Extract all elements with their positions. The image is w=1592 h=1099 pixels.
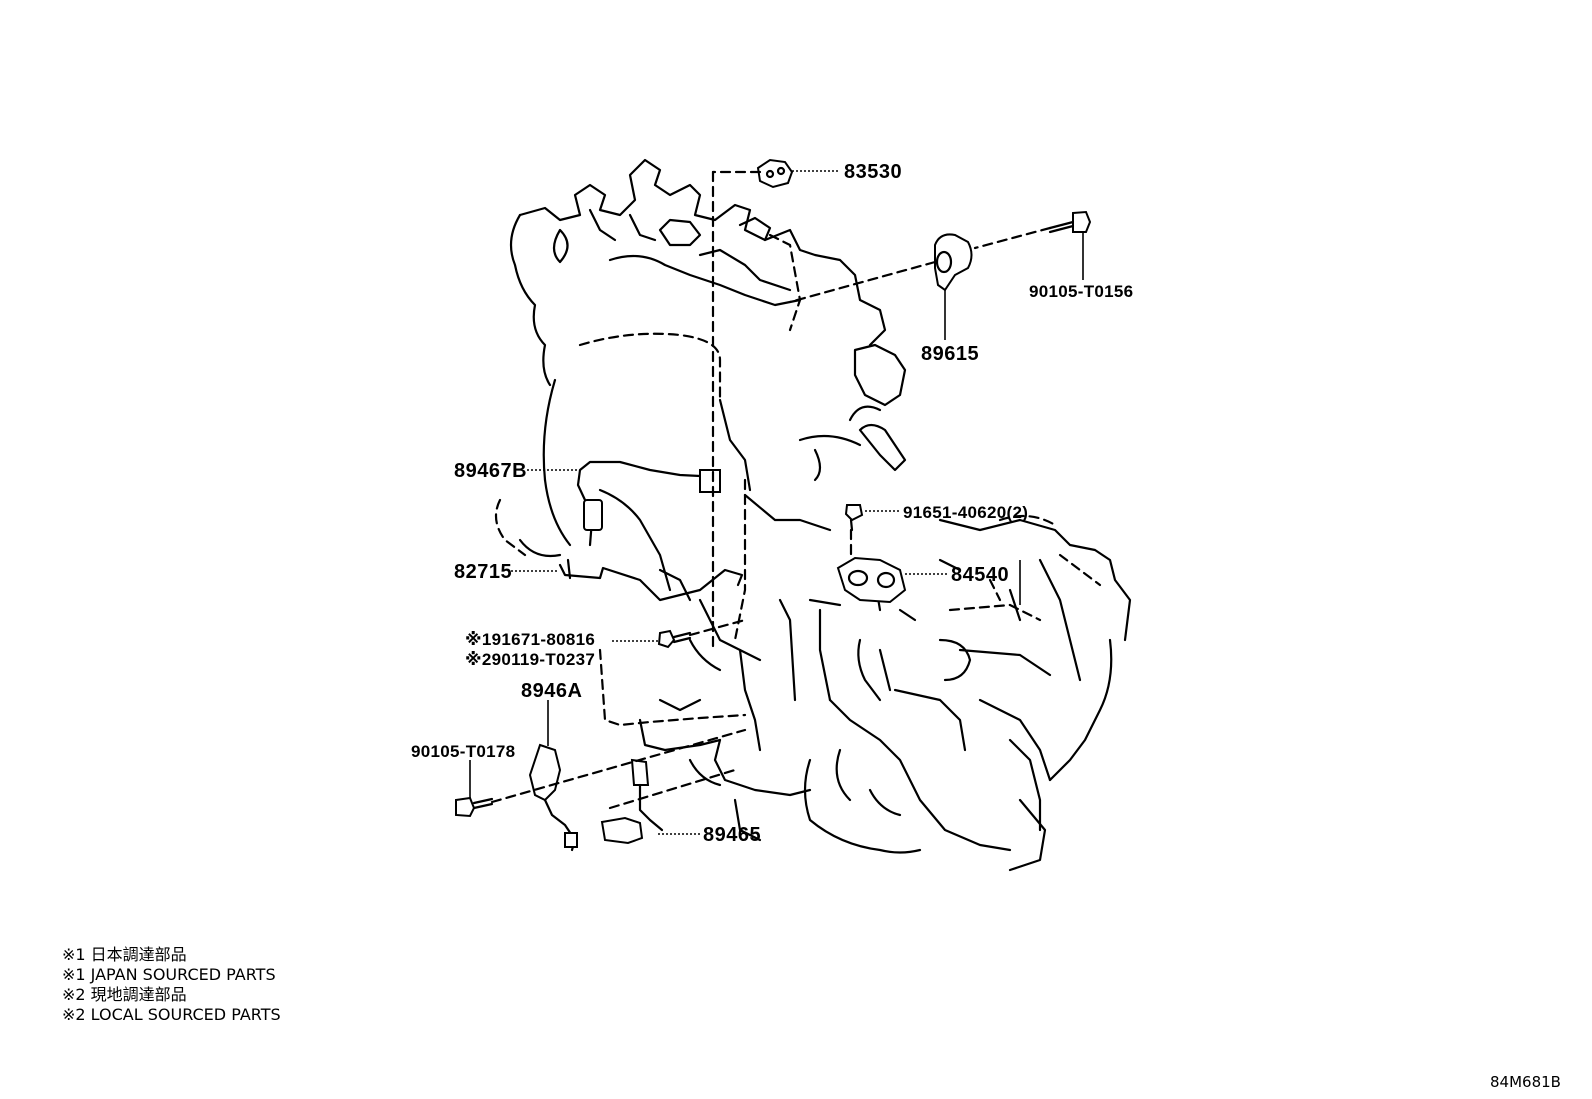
label-83530[interactable]: 83530: [844, 161, 902, 183]
label-91651-40620[interactable]: 91651-40620(2): [903, 503, 1028, 522]
label-84540[interactable]: 84540: [951, 564, 1009, 586]
footnote-japan-en: ※1 JAPAN SOURCED PARTS: [62, 965, 276, 984]
label-82715[interactable]: 82715: [454, 561, 512, 583]
label-90105-T0156[interactable]: 90105-T0156: [1029, 282, 1133, 301]
part-shapes: [455, 158, 1092, 852]
label-8946A[interactable]: 8946A: [521, 680, 582, 702]
leader-lines: [469, 170, 1084, 835]
label-91671-80816[interactable]: ※191671-80816: [465, 630, 595, 649]
label-89615[interactable]: 89615: [921, 343, 979, 365]
footnote-japan-jp: ※1 日本調達部品: [62, 945, 187, 964]
part-labels: 83530 90105-T0156 89615 89467B 91651-406…: [411, 161, 1133, 846]
label-89465[interactable]: 89465: [703, 824, 761, 846]
label-89467B[interactable]: 89467B: [454, 460, 527, 482]
footnotes: ※1 日本調達部品 ※1 JAPAN SOURCED PARTS ※2 現地調達…: [62, 945, 281, 1025]
footnote-local-jp: ※2 現地調達部品: [62, 985, 187, 1004]
footnote-local-en: ※2 LOCAL SOURCED PARTS: [62, 1005, 281, 1024]
label-90105-T0178[interactable]: 90105-T0178: [411, 742, 515, 761]
label-90119-T0237[interactable]: ※290119-T0237: [465, 650, 595, 669]
diagram-code: 84M681B: [1490, 1073, 1561, 1091]
